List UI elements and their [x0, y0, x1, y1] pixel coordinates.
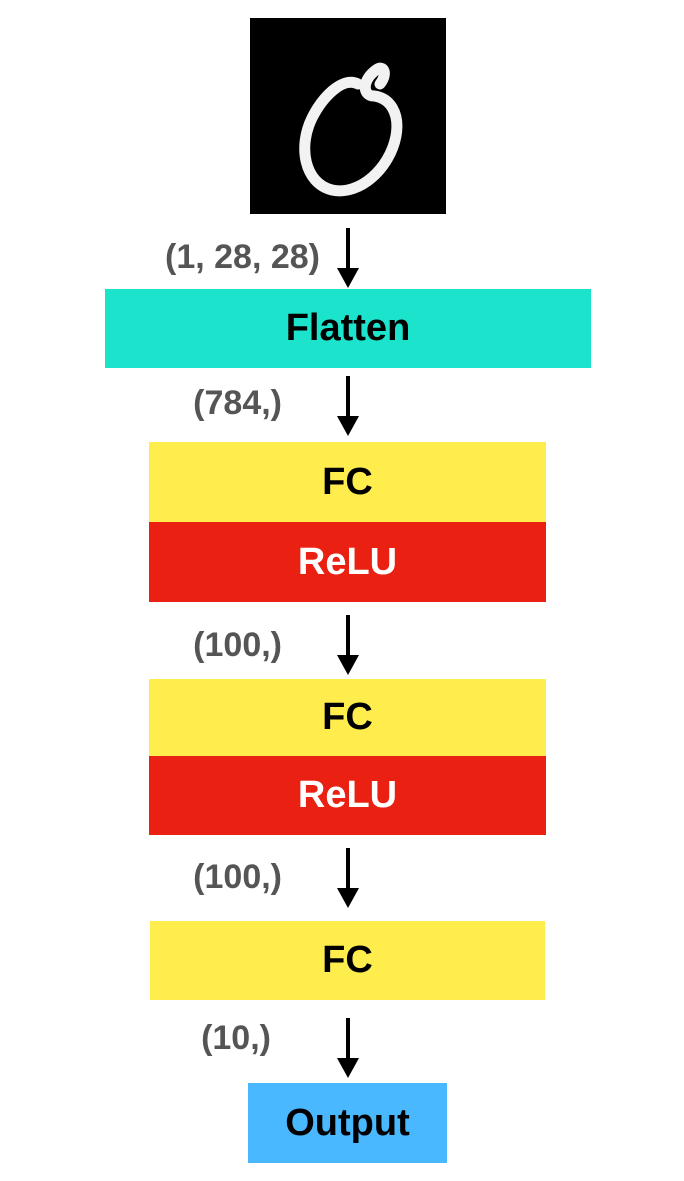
relu-layer-2: ReLU [149, 756, 546, 835]
output-layer-label: Output [285, 1101, 410, 1144]
flatten-layer: Flatten [105, 289, 591, 368]
fc-layer-1-label: FC [322, 460, 373, 503]
flatten-layer-label: Flatten [285, 307, 411, 349]
fc-layer-1: FC [149, 442, 546, 522]
shape-label-fc1: (100,) [193, 626, 282, 664]
fc-layer-3-label: FC [322, 939, 373, 981]
shape-label-fc3: (10,) [201, 1019, 271, 1057]
arrow-down-icon [333, 228, 363, 288]
output-layer: Output [248, 1083, 447, 1163]
handwritten-digit-zero-icon [299, 62, 403, 197]
shape-label-flatten: (784,) [193, 384, 282, 422]
input-digit-image [250, 18, 446, 214]
relu-layer-1: ReLU [149, 522, 546, 602]
arrow-down-icon [333, 615, 363, 675]
shape-label-input: (1, 28, 28) [165, 238, 320, 276]
relu-layer-1-label: ReLU [297, 540, 398, 583]
arrow-down-icon [333, 1018, 363, 1078]
relu-layer-2-label: ReLU [297, 774, 398, 816]
fc-layer-3: FC [150, 921, 545, 1000]
arrow-down-icon [333, 376, 363, 436]
fc-layer-2-label: FC [322, 696, 373, 738]
shape-label-fc2: (100,) [193, 858, 282, 896]
fc-layer-2: FC [149, 679, 546, 756]
arrow-down-icon [333, 848, 363, 908]
